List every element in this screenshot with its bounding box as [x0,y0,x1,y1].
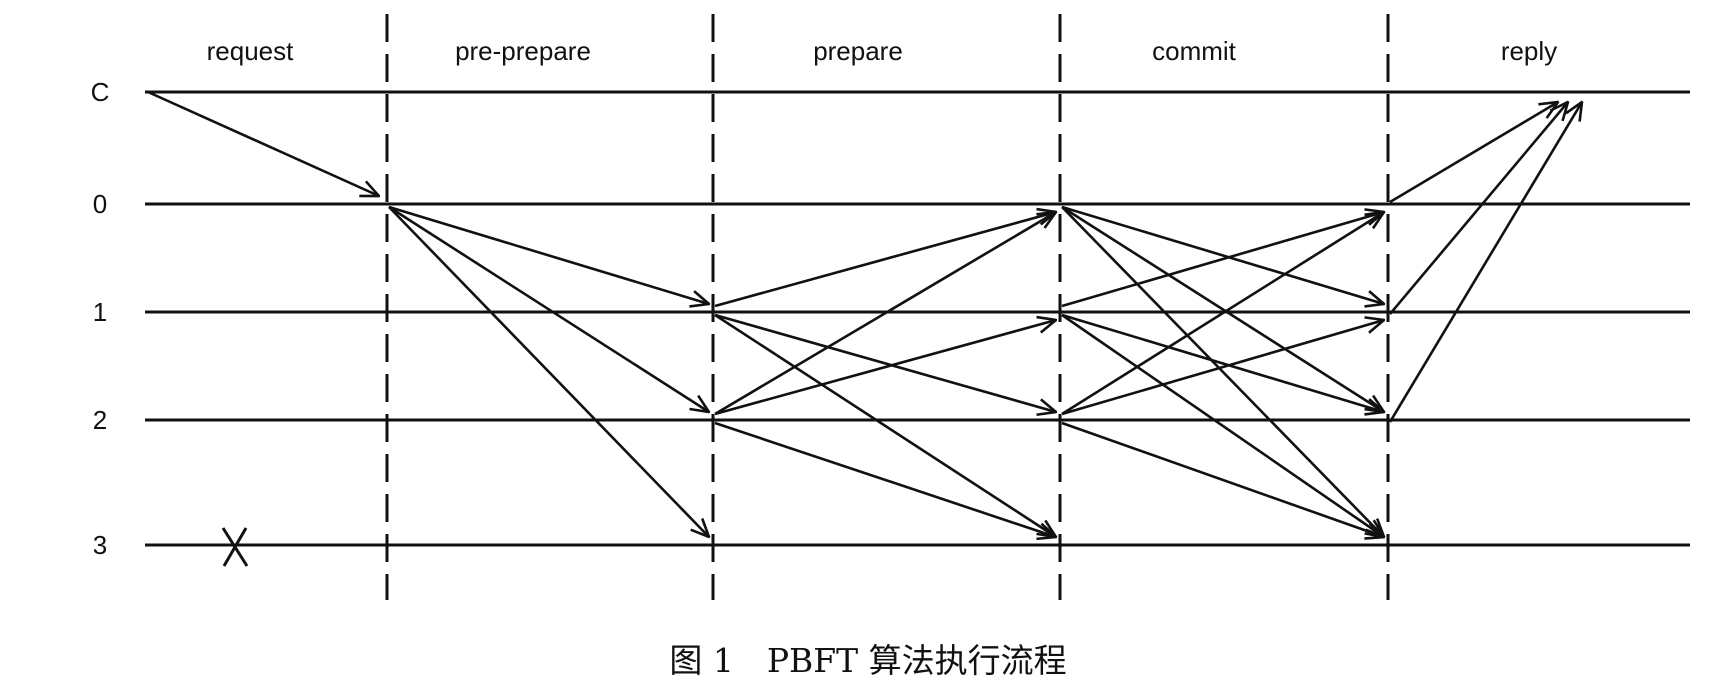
phase-label-prepare: prepare [813,36,903,66]
arrow-commit-2-to-1 [1061,320,1384,416]
phase-label-reply: reply [1501,36,1557,66]
node-timelines [145,90,1690,547]
phase-dividers [385,14,1390,600]
arrow-commit-2-to-0 [1061,212,1384,416]
arrow-commit-1-to-0 [1061,212,1384,308]
message-arrows [147,90,1582,537]
arrow-pre-prepare-0-to-1 [388,205,709,304]
figure-caption: 图 1 PBFT 算法执行流程 [669,641,1066,680]
arrow-request-C-to-0 [147,90,379,196]
failed-node-cross-icon [221,527,249,567]
cross-stroke-2 [222,527,248,567]
phase-label-request: request [207,36,294,66]
arrow-reply-2-to-C [1388,102,1582,423]
node-label-3: 3 [93,530,107,560]
node-label-1: 1 [93,297,107,327]
node-label-C: C [91,77,110,107]
arrow-prepare-2-to-0 [714,212,1056,416]
arrow-commit-2-to-3 [1061,421,1384,537]
arrow-reply-1-to-C [1389,102,1568,315]
node-label-0: 0 [93,189,107,219]
arrow-prepare-2-to-3 [714,421,1056,537]
arrow-commit-0-to-2 [1061,205,1384,412]
arrow-pre-prepare-0-to-3 [388,206,709,537]
arrow-reply-0-to-C [1389,102,1558,204]
arrow-prepare-2-to-1 [714,320,1056,416]
arrow-pre-prepare-0-to-2 [388,205,709,412]
arrow-commit-1-to-2 [1061,313,1384,412]
arrow-prepare-1-to-2 [714,313,1056,412]
node-label-2: 2 [93,405,107,435]
phase-label-pre-prepare: pre-prepare [455,36,591,66]
arrow-commit-1-to-3 [1061,313,1384,537]
arrow-commit-0-to-1 [1061,205,1384,304]
phase-labels: request pre-prepare prepare commit reply [207,36,1558,66]
arrow-prepare-1-to-3 [714,313,1056,537]
arrow-commit-0-to-3 [1061,206,1384,537]
phase-label-commit: commit [1152,36,1237,66]
arrow-prepare-1-to-0 [714,212,1056,308]
node-labels: C 0 1 2 3 [91,77,110,560]
